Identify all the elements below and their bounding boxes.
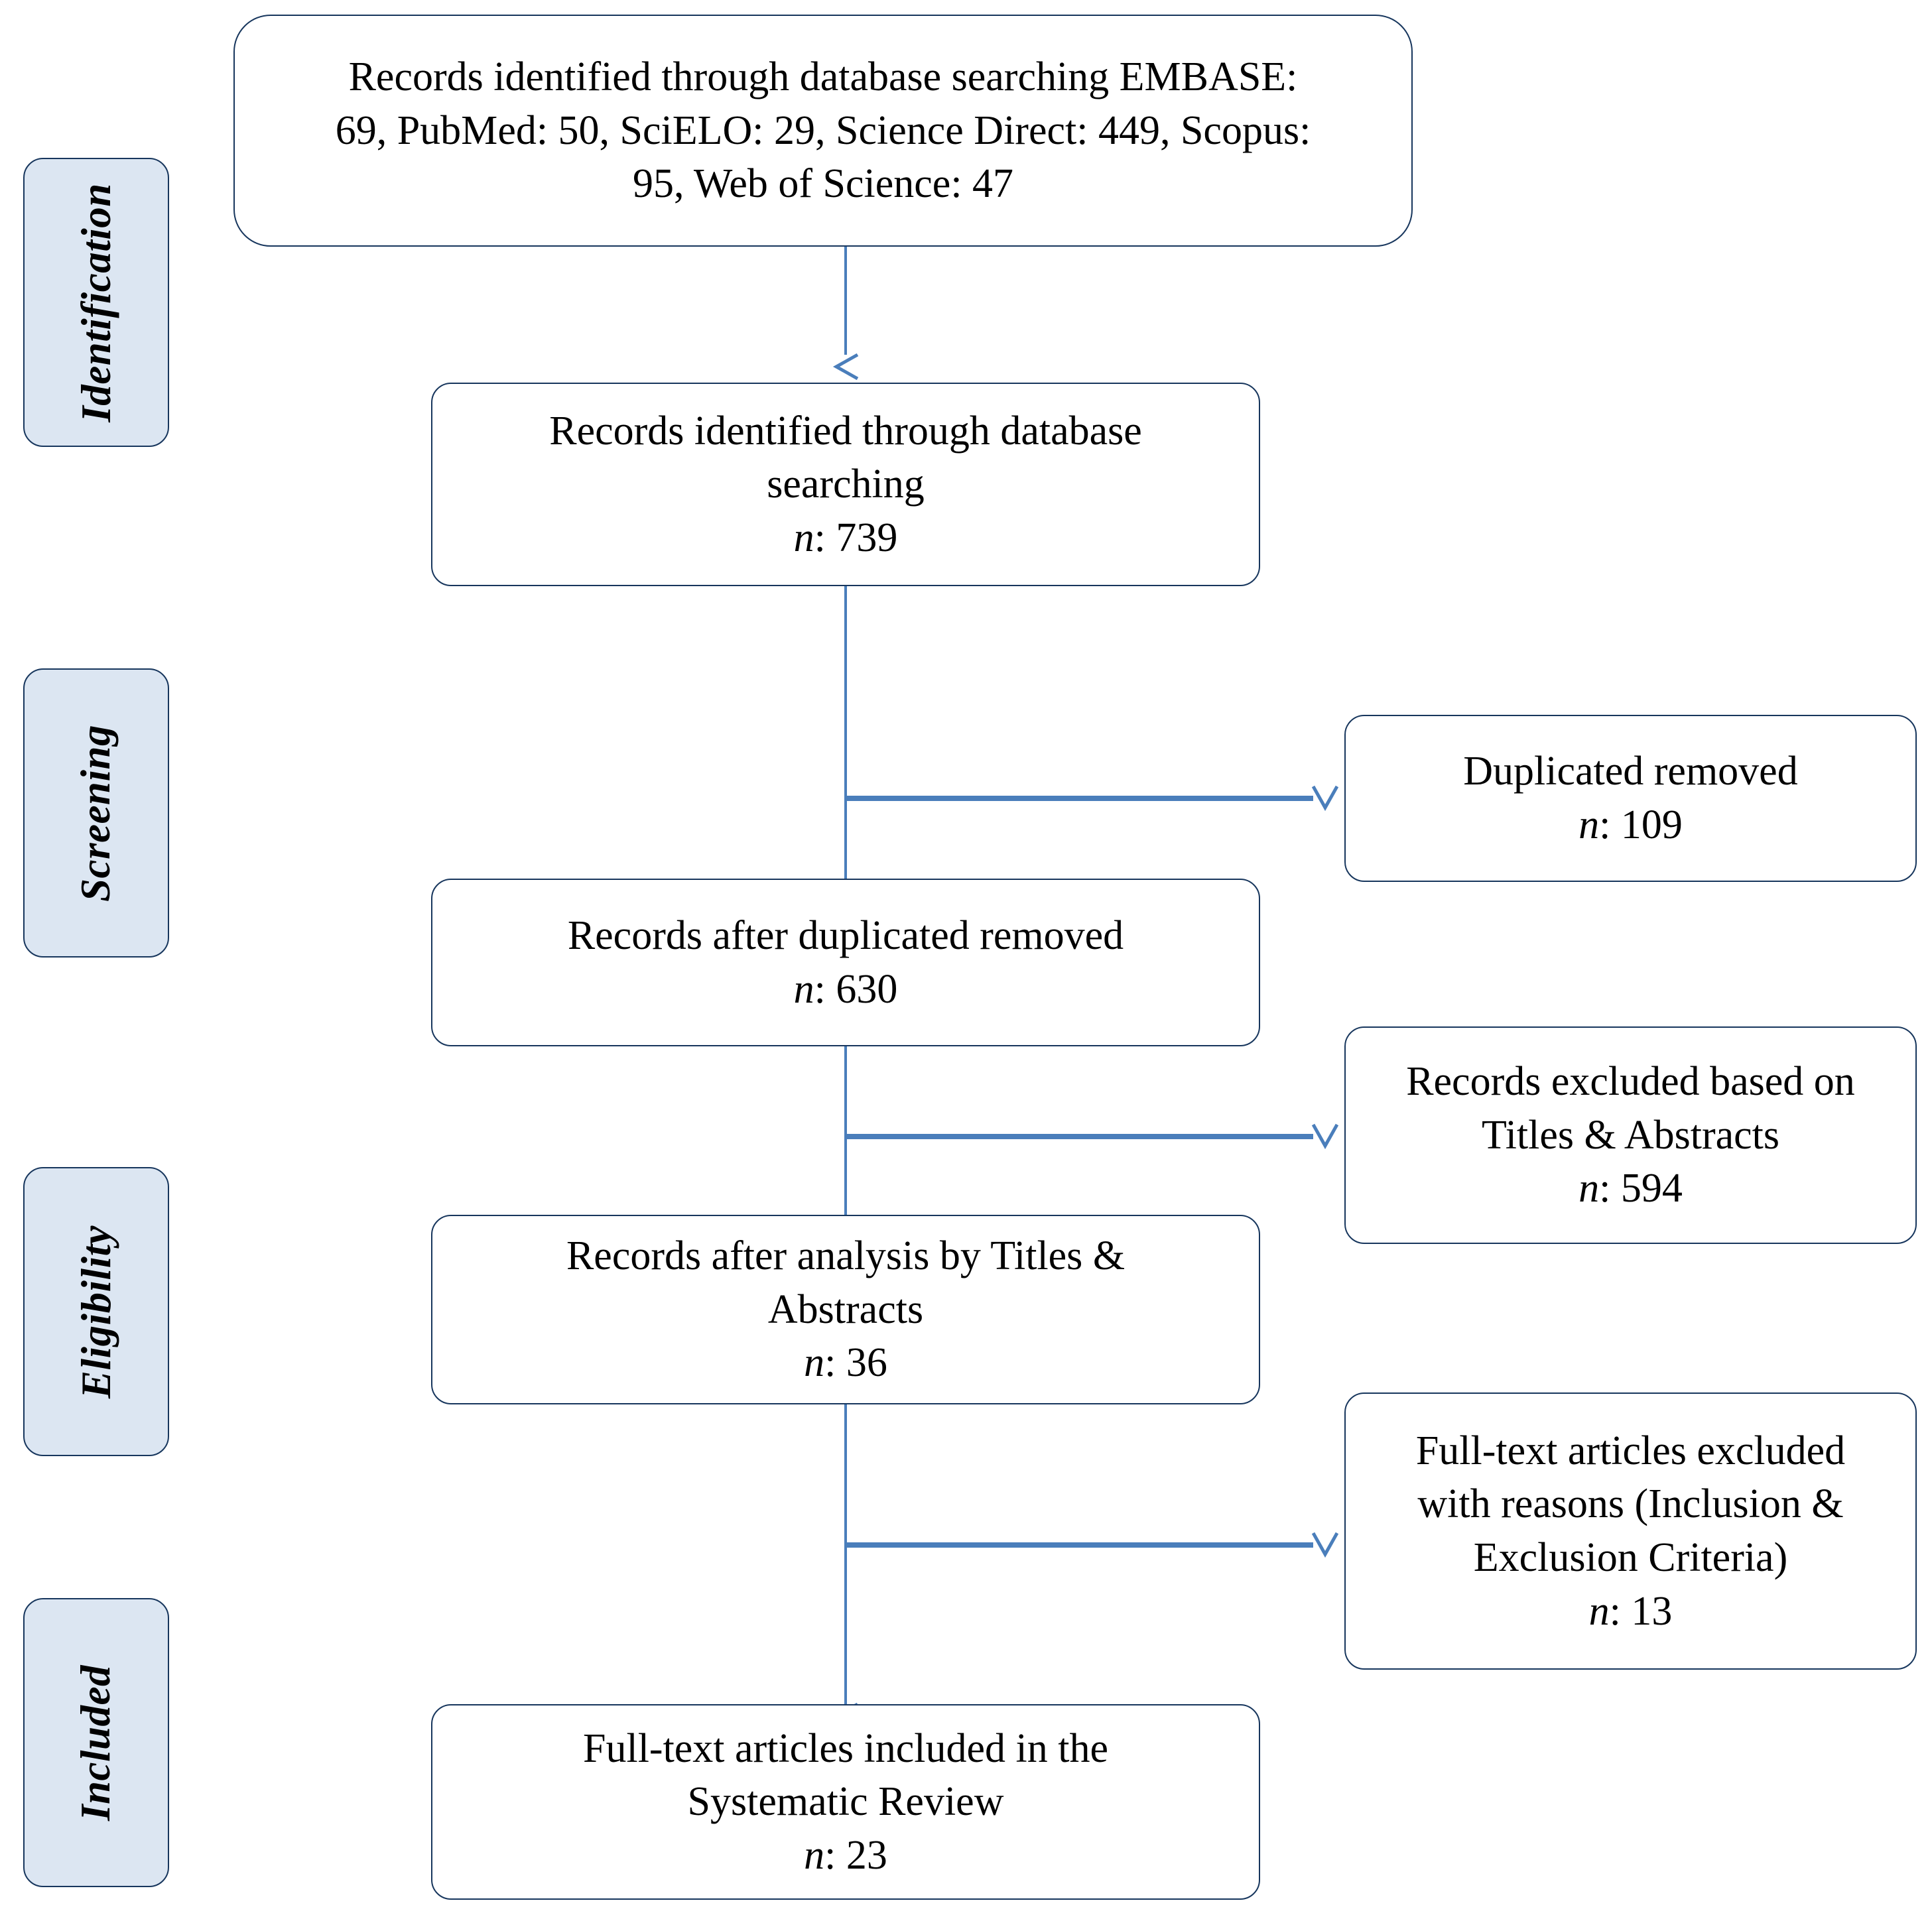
box-fulltext-excluded-n-symbol: n bbox=[1588, 1588, 1610, 1634]
stage-eligibility: Eligibility bbox=[23, 1167, 169, 1456]
stage-identification: Identification bbox=[23, 158, 169, 447]
stage-label-included: Included bbox=[72, 1664, 119, 1821]
box-included-final-line2: Systematic Review bbox=[687, 1779, 1004, 1825]
box-sources-line1: Records identified through database sear… bbox=[348, 54, 1298, 100]
stage-label-screening: Screening bbox=[72, 724, 119, 902]
box-after-titles-abstracts-n-symbol: n bbox=[804, 1340, 825, 1386]
stage-label-eligibility: Eligibility bbox=[72, 1225, 119, 1398]
box-sources-line2: 69, PubMed: 50, SciELO: 29, Science Dire… bbox=[335, 107, 1311, 153]
box-after-duplicates-n-symbol: n bbox=[793, 966, 814, 1012]
box-included-final-line1: Full-text articles included in the bbox=[582, 1725, 1108, 1771]
box-included-final-n-symbol: n bbox=[804, 1832, 825, 1878]
box-fulltext-excluded-line3: Exclusion Criteria) bbox=[1473, 1535, 1788, 1580]
box-fulltext-excluded-line1: Full-text articles excluded bbox=[1415, 1428, 1846, 1473]
box-excluded-titles-abstracts-line2: Titles & Abstracts bbox=[1482, 1112, 1779, 1158]
box-after-duplicates-line1: Records after duplicated removed bbox=[567, 912, 1124, 958]
box-included-final-count: n: 23 bbox=[450, 1829, 1242, 1883]
box-duplicates-removed-line1: Duplicated removed bbox=[1463, 749, 1798, 794]
box-sources: Records identified through database sear… bbox=[233, 15, 1413, 247]
box-identified-n-symbol: n bbox=[793, 515, 814, 560]
box-fulltext-excluded: Full-text articles excluded with reasons… bbox=[1344, 1392, 1917, 1670]
box-excluded-titles-abstracts-n-value: : 594 bbox=[1599, 1166, 1683, 1211]
box-after-titles-abstracts: Records after analysis by Titles & Abstr… bbox=[431, 1215, 1260, 1404]
box-fulltext-excluded-line2: with reasons (Inclusion & bbox=[1417, 1481, 1844, 1527]
box-excluded-titles-abstracts: Records excluded based on Titles & Abstr… bbox=[1344, 1026, 1917, 1244]
box-after-duplicates-count: n: 630 bbox=[450, 963, 1242, 1017]
box-identified-line1: Records identified through database bbox=[549, 408, 1142, 454]
box-identified-count: n: 739 bbox=[450, 511, 1242, 565]
box-after-titles-abstracts-count: n: 36 bbox=[450, 1336, 1242, 1390]
box-after-duplicates-n-value: : 630 bbox=[814, 966, 898, 1012]
box-identified: Records identified through database sear… bbox=[431, 383, 1260, 586]
box-identified-line2: searching bbox=[767, 462, 925, 507]
box-excluded-titles-abstracts-line1: Records excluded based on bbox=[1406, 1059, 1855, 1105]
box-after-duplicates: Records after duplicated removed n: 630 bbox=[431, 879, 1260, 1046]
box-excluded-titles-abstracts-n-symbol: n bbox=[1578, 1166, 1600, 1211]
box-fulltext-excluded-count: n: 13 bbox=[1363, 1585, 1898, 1639]
box-duplicates-removed-n-symbol: n bbox=[1578, 802, 1600, 847]
box-sources-line3: 95, Web of Science: 47 bbox=[632, 161, 1014, 207]
box-after-titles-abstracts-line2: Abstracts bbox=[767, 1286, 924, 1332]
box-duplicates-removed: Duplicated removed n: 109 bbox=[1344, 715, 1917, 882]
box-after-titles-abstracts-line1: Records after analysis by Titles & bbox=[566, 1233, 1126, 1279]
box-excluded-titles-abstracts-count: n: 594 bbox=[1363, 1162, 1898, 1215]
box-included-final: Full-text articles included in the Syste… bbox=[431, 1704, 1260, 1900]
box-fulltext-excluded-n-value: : 13 bbox=[1609, 1588, 1673, 1634]
box-after-titles-abstracts-n-value: : 36 bbox=[824, 1340, 887, 1386]
box-duplicates-removed-count: n: 109 bbox=[1363, 798, 1898, 852]
box-included-final-n-value: : 23 bbox=[824, 1832, 887, 1878]
box-identified-n-value: : 739 bbox=[814, 515, 898, 560]
box-duplicates-removed-n-value: : 109 bbox=[1599, 802, 1683, 847]
stage-screening: Screening bbox=[23, 668, 169, 958]
stage-included: Included bbox=[23, 1598, 169, 1887]
stage-label-identification: Identification bbox=[72, 182, 119, 422]
